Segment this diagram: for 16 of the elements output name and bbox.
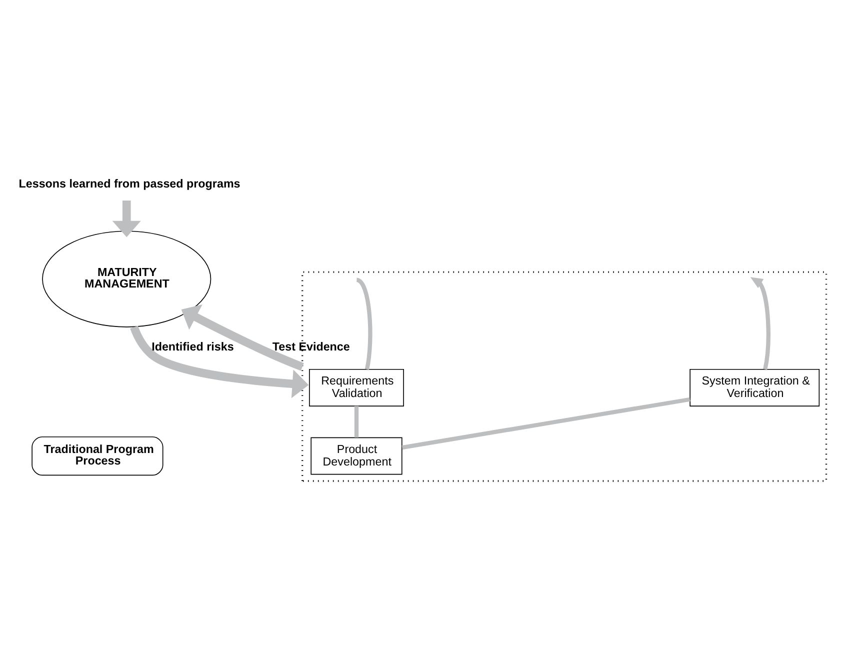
node-box: System Integration & Verification [690,368,820,406]
node-box: Product Development [310,436,402,474]
arrow [750,276,770,370]
node-text: Lessons learned from passed programs [18,177,240,190]
cluster [302,270,828,482]
arrow [130,325,309,398]
node-box: Requirements Validation [309,368,404,406]
arrow [112,200,141,237]
node-ellipse: MATURITY MANAGEMENT [42,230,212,327]
arrow [181,304,304,370]
edge-label: Identified risks [152,340,234,353]
connector [356,277,372,370]
node-box: Traditional Program Process [32,436,164,476]
edge-label: Test Evidence [272,340,350,353]
connector [402,396,690,450]
connector [354,406,359,438]
